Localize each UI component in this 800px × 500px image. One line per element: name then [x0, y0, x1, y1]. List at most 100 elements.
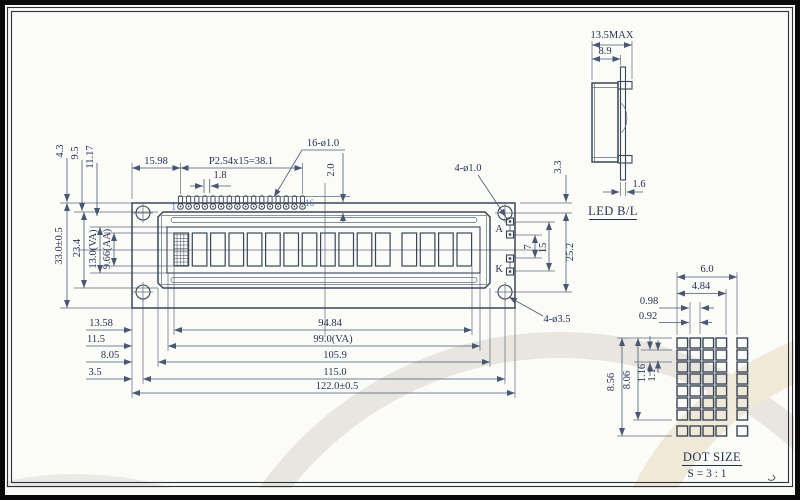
pin-number-first: 1 [172, 202, 177, 212]
pcb-outline [131, 202, 516, 309]
dim-thickness-max: 13.5MAX [591, 30, 634, 41]
dot-matrix-grid [676, 337, 749, 437]
char-cell [338, 232, 355, 267]
char-cell [210, 232, 226, 267]
dot-cell [689, 373, 702, 385]
dim-cell-height: 8.56 [606, 373, 617, 391]
dot-cell [702, 409, 715, 421]
mounting-hole [133, 282, 153, 302]
dim-dot-pitch-x: 0.98 [640, 296, 658, 307]
char-cell [283, 232, 300, 267]
dim-dot-pitch-y: 1.16 [637, 364, 648, 382]
side-view-caption: LED B/L [588, 204, 638, 218]
bezel-bottom-slot [170, 277, 478, 283]
dim-ak-gap: 7 [523, 244, 534, 249]
dot-cell [702, 385, 715, 397]
char-cell [438, 232, 454, 267]
char-cell [191, 232, 208, 267]
character-cells [173, 232, 473, 267]
dot-cell [702, 349, 715, 361]
dim-backlight-holes: 4-ø1.0 [454, 163, 481, 174]
dot-cell [676, 337, 689, 349]
dot-cell [736, 337, 749, 349]
dim-hole-pitch-h: 115.0 [323, 367, 346, 378]
dot-cell [736, 385, 749, 397]
side-body [591, 82, 619, 163]
pin-hole [293, 205, 296, 208]
pin-hole [301, 205, 304, 208]
dim-left-b: 9.5 [70, 146, 81, 159]
char-cell [356, 232, 373, 267]
pin-hole [195, 205, 198, 208]
side-backlight-bump [620, 102, 628, 134]
extension-lines [60, 163, 572, 398]
dot-cell [736, 373, 749, 385]
dim-cell-pitch: 6.0 [700, 264, 713, 275]
mounting-hole [495, 282, 515, 302]
dim-ak-span: 15 [538, 243, 549, 254]
dot-detail-scale: S = 3 : 1 [687, 468, 726, 480]
dot-cell [689, 361, 702, 373]
dot-cell [689, 385, 702, 397]
dim-view-area-height: 13.0(VA) [88, 229, 99, 269]
dim-module-height: 33.0±0.5 [54, 227, 65, 264]
dot-cell [736, 425, 749, 437]
dot-cell [715, 385, 728, 397]
dim-pin-holes: 16-ø1.0 [307, 138, 339, 149]
dot-cell [702, 373, 715, 385]
dim-bezel-depth: 8.9 [598, 46, 611, 57]
pin-hole [244, 205, 247, 208]
dot-cell [702, 337, 715, 349]
watermark-arc [259, 332, 794, 488]
dimension-labels: 15.98 P2.54x15=38.1 1.8 16-ø1.0 2.0 4.3 … [54, 138, 576, 392]
front-view: 1 16 A K [54, 138, 576, 398]
anode-label: A [495, 224, 503, 235]
pin-hole [179, 205, 182, 208]
char-cell-dot-matrix [173, 232, 190, 267]
dot-cell [736, 397, 749, 409]
dim-bezel-height: 23.4 [72, 238, 83, 257]
dot-cell [676, 409, 689, 421]
cathode-label: K [495, 264, 503, 275]
dot-cell [715, 349, 728, 361]
dim-char-height: 8.06 [622, 371, 633, 389]
backlight-pads: A K [495, 217, 515, 276]
pin-hole [269, 205, 271, 208]
pin-hole [204, 205, 206, 208]
pin-hole [220, 205, 223, 208]
dot-cell [715, 337, 728, 349]
dot-cell [689, 397, 702, 409]
dot-cell [689, 349, 702, 361]
pin-hole [228, 205, 231, 208]
dot-cell [715, 425, 728, 437]
dim-pcb-thickness: 1.6 [632, 179, 645, 190]
pin-hole [212, 205, 214, 208]
pin-hole [277, 205, 279, 208]
dim-pin1-offset: 15.98 [144, 156, 168, 167]
dim-hole-offset: 3.5 [88, 367, 101, 378]
bezel [157, 211, 491, 289]
dot-detail-title: DOT SIZE [683, 450, 741, 464]
pin-header: 1 16 [172, 195, 315, 212]
char-cell [246, 232, 263, 267]
dot-cell [715, 361, 728, 373]
drawing-frame [6, 6, 794, 488]
dot-cell [736, 349, 749, 361]
dim-active-offset: 13.58 [89, 318, 113, 329]
dim-left-a: 4.3 [55, 144, 66, 157]
dim-bezel-width: 105.9 [323, 350, 347, 361]
dim-hole-edge-offset: 3.3 [553, 160, 564, 173]
dot-cell [715, 397, 728, 409]
watermark [6, 332, 794, 488]
dim-pin-width: 1.8 [213, 170, 226, 181]
dim-mount-holes: 4-ø3.5 [543, 314, 570, 325]
dot-cell [715, 373, 728, 385]
dot-cell [702, 361, 715, 373]
dot-cell [676, 349, 689, 361]
display-window [166, 226, 481, 274]
dim-active-width: 94.84 [318, 318, 342, 329]
char-cell [301, 232, 318, 267]
pin-hole [285, 205, 288, 208]
